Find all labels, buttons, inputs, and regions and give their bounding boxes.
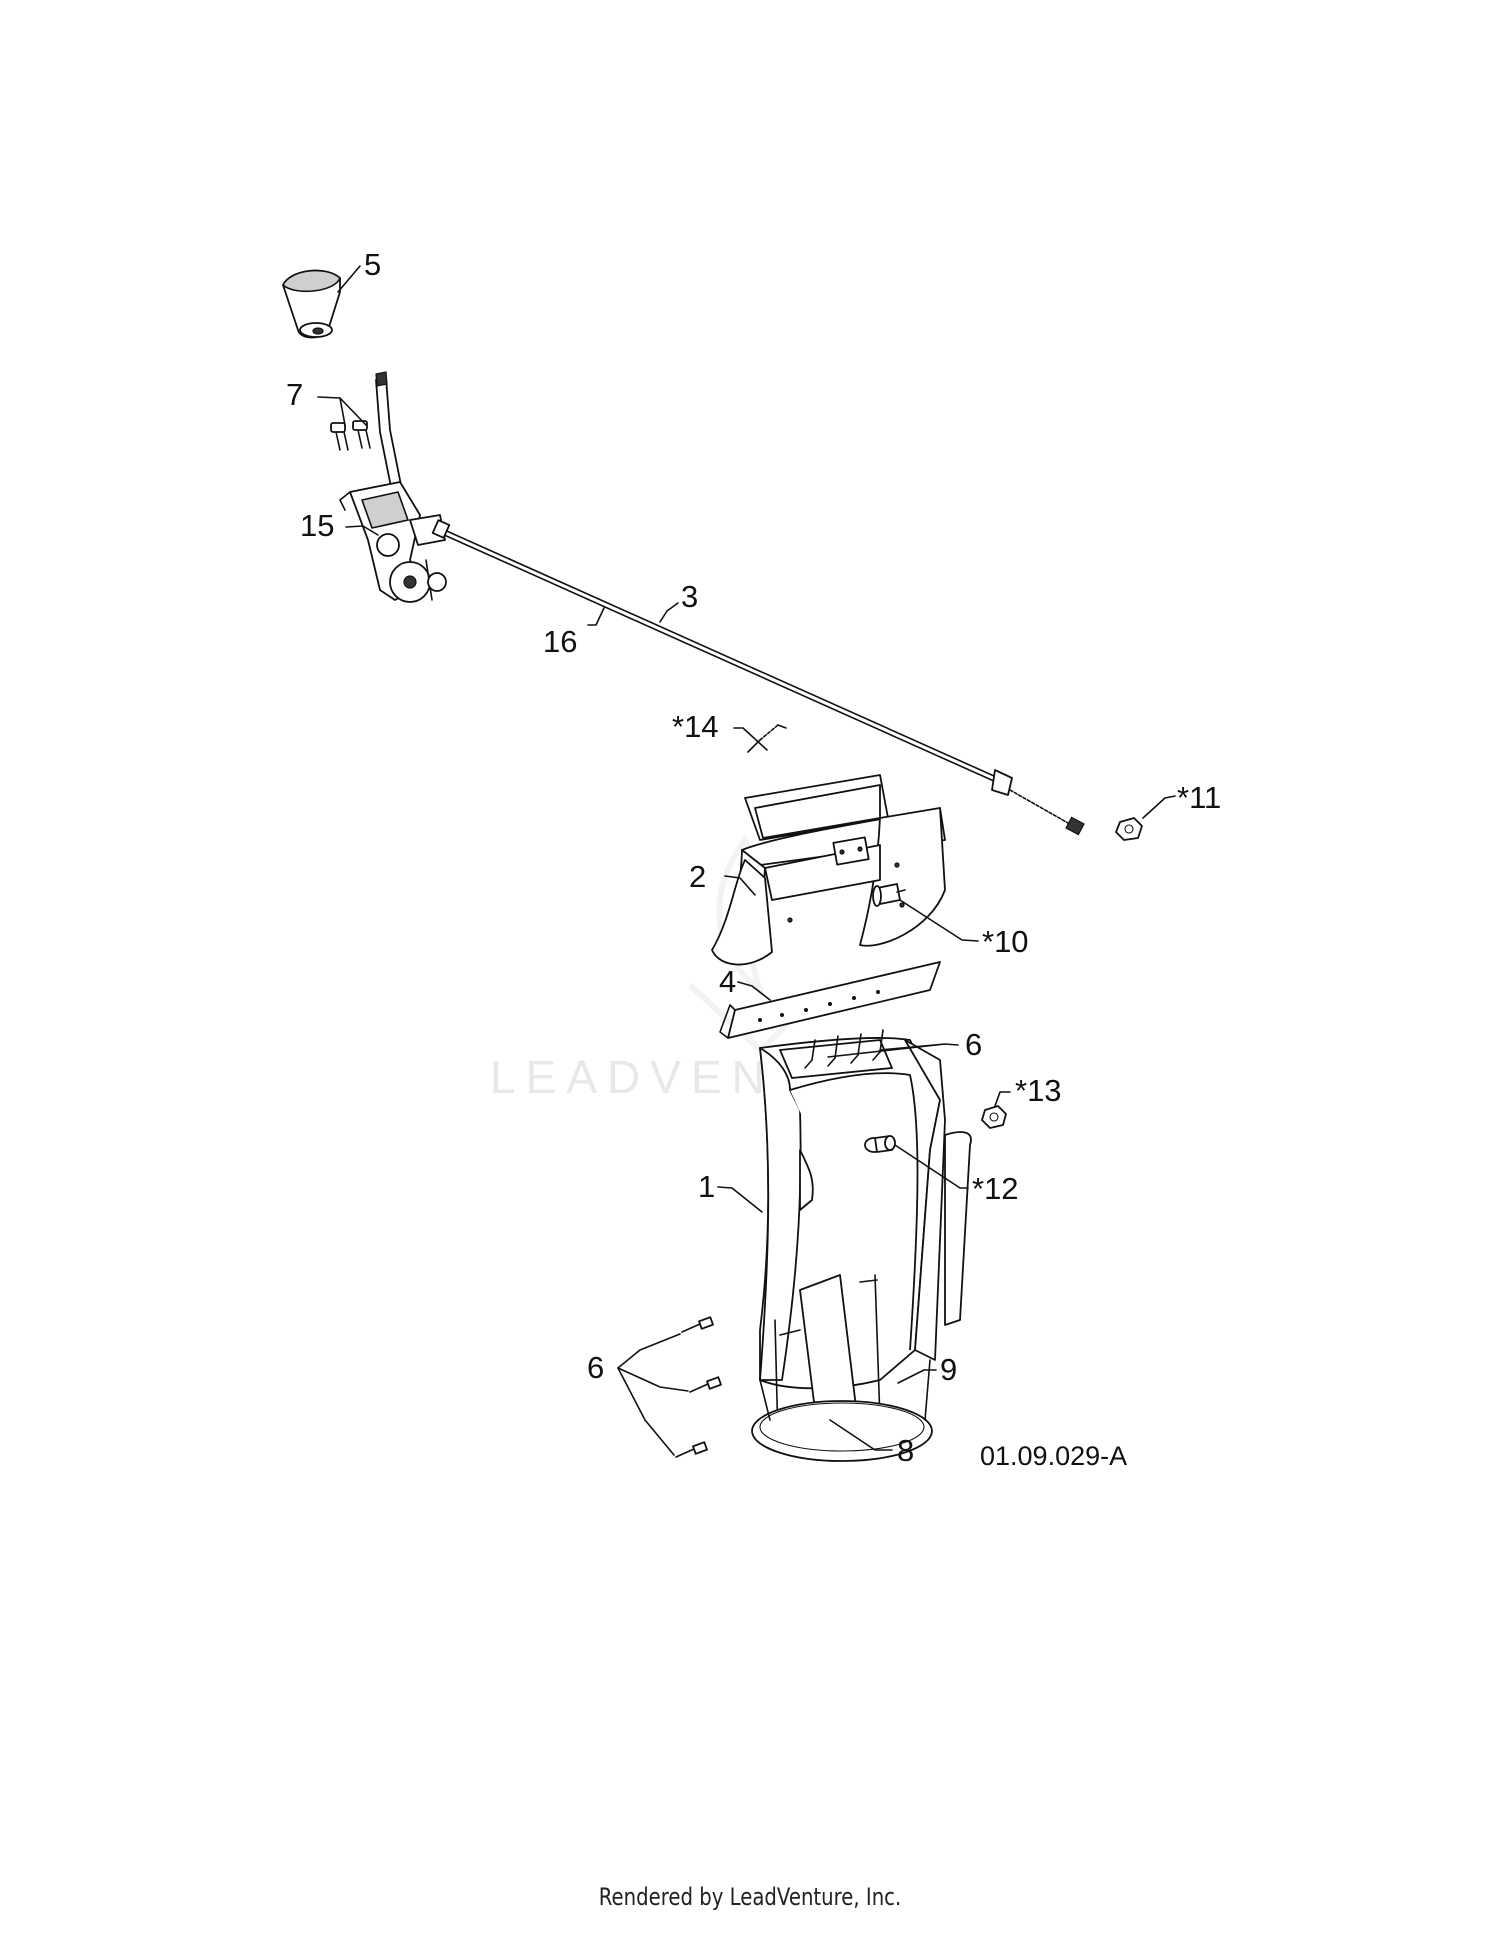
rivet-top-part xyxy=(804,1029,884,1069)
callout-13: *13 xyxy=(1015,1073,1062,1108)
plate-part xyxy=(719,961,941,1039)
callout-5: 5 xyxy=(364,247,381,282)
leader-lines xyxy=(317,265,1176,1456)
chute-bolt-part xyxy=(864,1135,896,1153)
callout-9: 9 xyxy=(940,1352,957,1387)
rivet-bottom-part xyxy=(675,1316,722,1458)
callout-2: 2 xyxy=(689,859,706,894)
callout-16: 16 xyxy=(543,624,577,659)
knob-part xyxy=(282,269,341,339)
callout-4: 4 xyxy=(719,964,736,999)
footer-credit: Rendered by LeadVenture, Inc. xyxy=(598,1883,902,1911)
drawing-number: 01.09.029-A xyxy=(980,1441,1127,1471)
chute-body-part xyxy=(751,1037,972,1462)
callout-labels: 5 7 15 3 16 *14 *11 2 *10 4 6 *13 *12 1 … xyxy=(286,247,1221,1471)
callout-6-top: 6 xyxy=(965,1027,982,1062)
chute-control-lever-part xyxy=(339,371,447,603)
callout-1: 1 xyxy=(698,1169,715,1204)
callout-7: 7 xyxy=(286,377,303,412)
screw-part xyxy=(330,420,371,451)
callout-12: *12 xyxy=(972,1171,1019,1206)
callout-15: 15 xyxy=(300,508,334,543)
flange-nut-part xyxy=(981,1105,1007,1129)
chute-deflector-part xyxy=(711,774,946,966)
callout-14: *14 xyxy=(672,709,719,744)
callout-6-bottom: 6 xyxy=(587,1350,604,1385)
callout-3: 3 xyxy=(681,579,698,614)
nut-part xyxy=(1115,817,1143,841)
callout-10: *10 xyxy=(982,924,1029,959)
callout-11: *11 xyxy=(1177,780,1221,815)
chute-cable-part xyxy=(431,519,1085,836)
callout-8: 8 xyxy=(897,1433,914,1468)
